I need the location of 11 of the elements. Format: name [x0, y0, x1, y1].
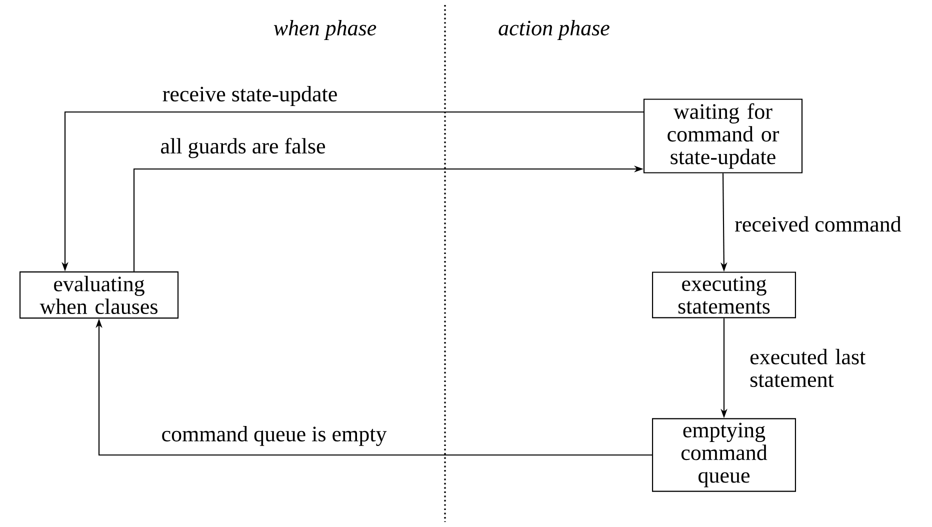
state-box: waiting for command or state-update — [643, 98, 803, 174]
edge-label: all guards are false — [161, 138, 326, 158]
edge-label: received command — [735, 216, 902, 232]
edge-label: receive state-update — [162, 86, 337, 106]
phase-label: when phase — [274, 20, 376, 40]
state-box: evaluating when clauses — [19, 271, 179, 319]
phase-label: action phase — [498, 20, 610, 40]
edge-label: command queue is empty — [162, 426, 387, 446]
edge-label: executed last statement — [750, 348, 866, 388]
state-box: executing statements — [652, 272, 796, 318]
state-box: emptying command queue — [652, 418, 796, 492]
